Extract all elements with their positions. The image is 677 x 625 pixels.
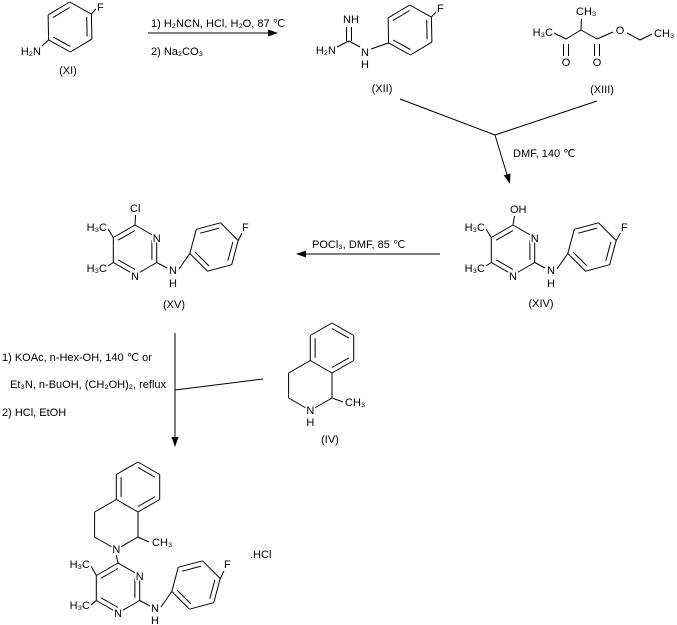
methyl-label: H₃C	[533, 27, 553, 39]
methyl-label: H₃C	[465, 222, 485, 234]
chlorine-label: Cl	[130, 203, 140, 215]
step4-conditions-line1: 1) KOAc, n-Hex-OH, 140 ℃ or	[2, 352, 152, 364]
methyl-label: CH₃	[576, 6, 596, 18]
anilino-h-label: H	[151, 615, 159, 625]
compound-iv: N H CH₃ (IV)	[288, 322, 367, 448]
ring-n3-label: N	[136, 571, 144, 583]
reaction-arrow-2: DMF, 140 ℃	[399, 98, 598, 184]
compound-xiv: OH N N H₃C H₃C N H F (XIV)	[463, 202, 630, 312]
methyl-label: H₃C	[87, 222, 107, 234]
fluorine-label: F	[621, 222, 628, 234]
compound-xi: H₂N F (XI)	[19, 0, 106, 79]
anilino-n-label: N	[151, 603, 159, 615]
ring-n1-label: N	[509, 271, 517, 283]
compound-xi-label: (XI)	[59, 65, 77, 77]
amine-label: H₂N	[316, 45, 336, 57]
step4-conditions-line3: 2) HCl, EtOH	[2, 407, 66, 419]
ring-n1-label: N	[114, 608, 122, 620]
amine-n-label: N	[306, 405, 314, 417]
compound-iv-label: (IV)	[321, 434, 339, 446]
compound-xiii: H₃C CH₃ O O O CH₃ (XIII)	[531, 4, 676, 98]
imine-label: NH	[343, 14, 359, 26]
reaction-arrow-3: POCl₃, DMF, 85 ℃	[296, 237, 440, 258]
methyl-label: H₃C	[70, 559, 90, 571]
anilino-n-label: N	[547, 265, 555, 277]
compound-xiii-label: (XIII)	[590, 84, 614, 96]
step2-conditions-line1: DMF, 140 ℃	[513, 148, 575, 160]
ring-n1-label: N	[131, 271, 139, 283]
methyl-label: H₃C	[70, 600, 90, 612]
anilino-h-label: H	[361, 59, 369, 71]
thiq-n-label: N	[112, 544, 120, 556]
arrowhead-down-icon	[171, 437, 179, 447]
hcl-salt-label: .HCl	[250, 549, 271, 561]
fluorine-label: F	[97, 2, 104, 14]
step4-conditions-line2: Et₃N, n-BuOH, (CH₂OH)₂, reflux	[10, 379, 167, 391]
methyl-label: H₃C	[87, 263, 107, 275]
reaction-arrow-4: 1) KOAc, n-Hex-OH, 140 ℃ or Et₃N, n-BuOH…	[0, 333, 264, 447]
anilino-h-label: H	[547, 278, 555, 290]
ring-n3-label: N	[531, 233, 539, 245]
fluorine-label: F	[224, 559, 231, 571]
ethyl-label: CH₃	[654, 28, 674, 40]
methyl-label: CH₃	[345, 397, 365, 409]
fluorine-label: F	[437, 3, 444, 15]
compound-xv: Cl N N H₃C H₃C N H F (XV)	[85, 201, 251, 313]
ring-n3-label: N	[153, 233, 161, 245]
hydroxyl-label: OH	[510, 204, 527, 216]
step3-conditions-line1: POCl₃, DMF, 85 ℃	[312, 239, 405, 251]
step1-conditions-line1: 1) H₂NCN, HCl, H₂O, 87 ℃	[151, 18, 285, 30]
arrowhead-down-icon	[503, 173, 511, 184]
compound-xii: NH H₂N N H F (XII)	[314, 1, 446, 97]
anilino-n-label: N	[361, 47, 369, 59]
ketone-oxygen-label: O	[562, 57, 571, 69]
arrowhead-right-icon	[268, 29, 278, 37]
reaction-arrow-1: 1) H₂NCN, HCl, H₂O, 87 ℃ 2) Na₂CO₃	[148, 16, 287, 60]
compound-product: CH₃ N N N H₃C H₃C N H F .HCl	[68, 461, 273, 625]
methyl-label: CH₃	[152, 537, 172, 549]
anilino-h-label: H	[169, 278, 177, 290]
anilino-n-label: N	[169, 265, 177, 277]
ester-o-label: O	[616, 25, 625, 37]
compound-xiv-label: (XIV)	[528, 298, 553, 310]
arrowhead-left-icon	[296, 250, 306, 258]
compound-xv-label: (XV)	[163, 299, 185, 311]
methyl-label: H₃C	[465, 263, 485, 275]
compound-xii-label: (XII)	[372, 83, 393, 95]
ester-oxygen-label: O	[593, 57, 602, 69]
amine-label: H₂N	[21, 46, 41, 58]
step1-conditions-line2: 2) Na₂CO₃	[151, 46, 203, 58]
amine-h-label: H	[306, 417, 314, 429]
fluorine-label: F	[242, 222, 249, 234]
